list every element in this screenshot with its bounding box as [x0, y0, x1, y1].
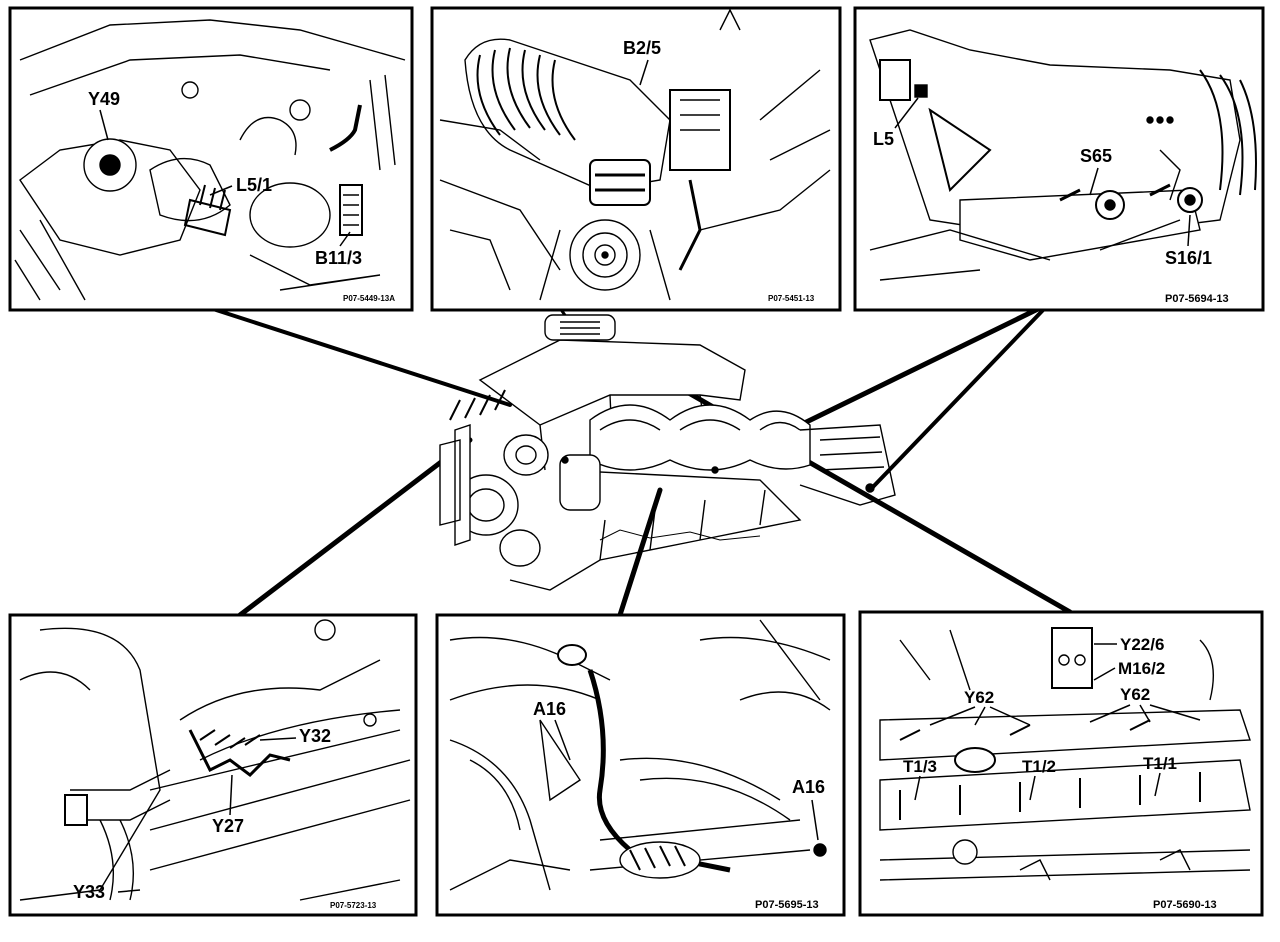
panel-bottom-right-label-t1-3: T1/3	[903, 757, 937, 776]
panel-top-right-label-s65: S65	[1080, 146, 1112, 166]
panel-bottom-right-label-y22-6: Y22/6	[1120, 635, 1164, 654]
panel-top-right: L5 S65 S16/1 P07-5694-13	[853, 6, 1265, 312]
panel-bottom-right-label-t1-1: T1/1	[1143, 754, 1177, 773]
panel-bottom-right: Y22/6 M16/2 Y62 Y62 T1/3 T1/2 T1/1 P07-5…	[858, 610, 1264, 917]
panel-bottom-right-label-y62-right: Y62	[1120, 685, 1150, 704]
panel-bottom-left-label-y32: Y32	[299, 726, 331, 746]
engine-illustration	[439, 314, 896, 591]
panel-bottom-middle-drawing	[449, 619, 831, 891]
connector-top-right-a	[787, 305, 1043, 433]
panel-bottom-left: Y32 Y27 Y33 P07-5723-13	[8, 613, 418, 917]
panel-bottom-right-label-m16-2: M16/2	[1118, 659, 1165, 678]
panel-top-right-drawing	[869, 29, 1257, 281]
panel-bottom-left-label-y33: Y33	[73, 882, 105, 902]
connector-top-left	[208, 306, 512, 407]
panel-top-left: Y49 L5/1 B11/3 P07-5449-13A	[8, 6, 414, 312]
panel-top-middle: B2/5 P07-5451-13	[430, 6, 842, 312]
panel-top-middle-ref-code: P07-5451-13	[768, 294, 815, 303]
connector-bottom-left	[237, 437, 473, 618]
panel-bottom-middle-label-a16-right: A16	[792, 777, 825, 797]
panel-top-left-label-l5-1: L5/1	[236, 175, 272, 195]
panel-bottom-right-label-y62-left: Y62	[964, 688, 994, 707]
panel-top-left-label-y49: Y49	[88, 89, 120, 109]
panel-bottom-middle: A16 A16 P07-5695-13	[435, 613, 846, 917]
connector-top-right-b	[868, 306, 1047, 492]
panel-bottom-left-ref-code: P07-5723-13	[330, 901, 377, 910]
panel-bottom-right-label-t1-2: T1/2	[1022, 757, 1056, 776]
panel-top-right-ref-code: P07-5694-13	[1165, 293, 1229, 305]
panel-top-middle-drawing	[439, 8, 831, 301]
panel-top-middle-label-b2-5: B2/5	[623, 38, 661, 58]
panel-top-left-drawing	[14, 19, 406, 301]
panel-bottom-middle-ref-code: P07-5695-13	[755, 899, 819, 911]
panel-bottom-right-drawing	[879, 627, 1251, 881]
connector-bottom-right	[637, 362, 1073, 615]
panel-top-right-label-s16-1: S16/1	[1165, 248, 1212, 268]
panel-bottom-left-drawing	[19, 619, 411, 901]
panel-bottom-right-ref-code: P07-5690-13	[1153, 899, 1217, 911]
panel-top-right-label-l5: L5	[873, 129, 894, 149]
panel-bottom-middle-label-a16-left: A16	[533, 699, 566, 719]
panel-top-left-label-b11-3: B11/3	[315, 248, 362, 268]
panel-bottom-left-label-y27: Y27	[212, 816, 244, 836]
panel-top-left-ref-code: P07-5449-13A	[343, 294, 395, 303]
